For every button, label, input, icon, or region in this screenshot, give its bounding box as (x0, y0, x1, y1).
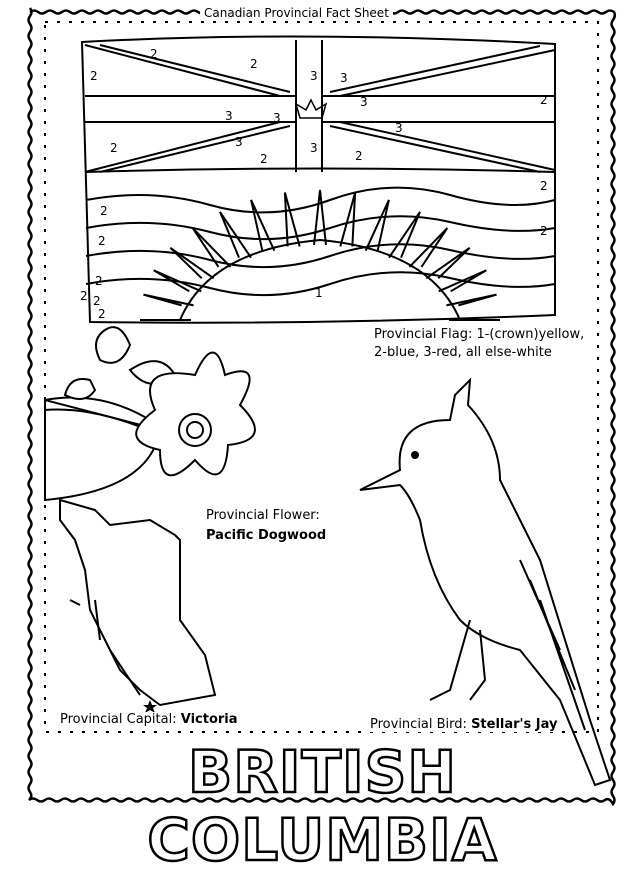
flower-value: Pacific Dogwood (206, 528, 327, 543)
flag-region-number: 2 (540, 93, 548, 107)
flag-region-number: 2 (540, 179, 548, 193)
sheet-title: Canadian Provincial Fact Sheet (200, 6, 393, 20)
bird-value: Stellar's Jay (471, 717, 558, 732)
flag-note-line-2: 2-blue, 3-red, all else-white (374, 345, 552, 360)
flag-region-number: 2 (110, 141, 118, 155)
british-columbia-map (59, 498, 217, 707)
flag-region-number: 3 (395, 121, 403, 135)
flag-region-number: 2 (100, 204, 108, 218)
flag-region-number: 2 (260, 152, 268, 166)
flag-drawing (80, 35, 556, 324)
flag-region-number: 2 (355, 149, 363, 163)
flag-region-number: 3 (360, 95, 368, 109)
flag-region-number: 1 (315, 286, 323, 300)
flag-color-key: Provincial Flag: 1-(crown)yellow, 2-blue… (374, 326, 584, 362)
flower-label: Provincial Flower: (206, 508, 320, 523)
bird-caption: Provincial Bird: Stellar's Jay (370, 717, 558, 732)
bird-label: Provincial Bird: (370, 717, 467, 732)
capital-value: Victoria (180, 712, 238, 727)
flag-region-number: 2 (540, 224, 548, 238)
flag-region-number: 2 (250, 57, 258, 71)
flag-region-number: 2 (93, 294, 101, 308)
flag-region-number: 2 (80, 289, 88, 303)
dogwood-flower-drawing (44, 326, 256, 502)
flag-region-number: 2 (98, 307, 106, 321)
capital-caption: Provincial Capital: Victoria (60, 712, 238, 727)
flag-region-number: 3 (225, 109, 233, 123)
province-name: BRITISH COLUMBIA (146, 737, 498, 874)
flag-region-number: 3 (273, 111, 281, 125)
flag-region-number: 2 (98, 234, 106, 248)
flag-region-number: 3 (310, 141, 318, 155)
capital-star-icon (143, 700, 157, 713)
flag-region-number: 3 (340, 71, 348, 85)
flag-region-number: 2 (150, 47, 158, 61)
capital-label: Provincial Capital: (60, 712, 177, 727)
flag-region-number: 2 (95, 274, 103, 288)
wavy-border (27, 7, 617, 807)
flag-region-number: 2 (90, 69, 98, 83)
flag-region-number: 3 (310, 69, 318, 83)
flag-note-line-1: Provincial Flag: 1-(crown)yellow, (374, 327, 585, 342)
flag-region-number: 3 (235, 135, 243, 149)
stellers-jay-drawing (359, 377, 612, 787)
